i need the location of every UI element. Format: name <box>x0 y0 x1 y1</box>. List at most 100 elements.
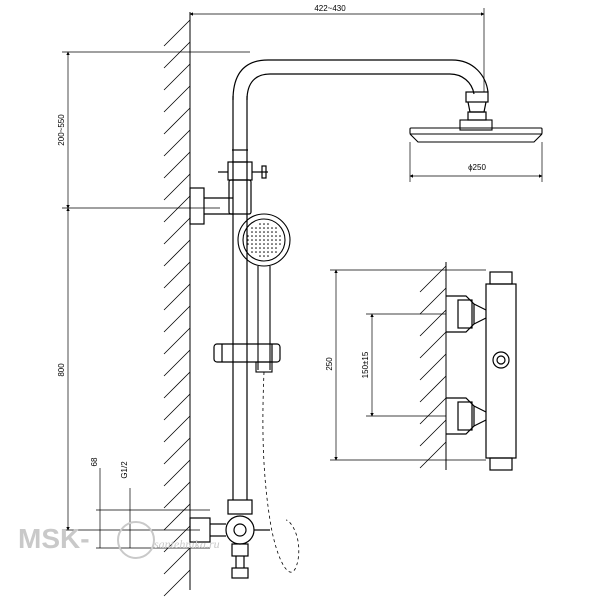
shower-riser-and-arm <box>218 59 489 500</box>
nozzle-dot <box>275 235 277 237</box>
nozzle-dot <box>267 223 269 225</box>
dimension-label-head-diameter: ϕ250 <box>468 163 486 172</box>
nozzle-dot <box>263 235 265 237</box>
nozzle-dot <box>263 231 265 233</box>
nozzle-dot <box>259 251 261 253</box>
thermostatic-valve-side-view <box>446 271 517 471</box>
nozzle-dot <box>267 251 269 253</box>
nozzle-dot <box>251 235 253 237</box>
nozzle-dot <box>255 243 257 245</box>
wall-hatch-line <box>163 129 191 157</box>
wall-hatch-line <box>163 261 191 289</box>
wall-hatch-line <box>163 415 191 443</box>
wall-bracket-top <box>189 187 233 225</box>
wall-hatch-line <box>163 151 191 179</box>
watermark: MSK- santehnika.ru <box>18 521 220 559</box>
nozzle-dot <box>259 255 261 257</box>
dimension-label-thread: G1/2 <box>120 461 129 479</box>
nozzle-dot <box>255 247 257 249</box>
wall-main <box>163 12 191 597</box>
nozzle-dot <box>259 227 261 229</box>
nozzle-dot <box>267 231 269 233</box>
mixer-connection-main <box>189 499 270 579</box>
nozzle-dot <box>275 243 277 245</box>
nozzle-dot <box>263 223 265 225</box>
nozzle-dot <box>263 243 265 245</box>
wall-hatch-line <box>163 19 191 47</box>
nozzle-dot <box>259 247 261 249</box>
nozzle-dot <box>271 239 273 241</box>
nozzle-dot <box>247 239 249 241</box>
wall-hatch-line <box>163 437 191 465</box>
nozzle-dot <box>255 231 257 233</box>
nozzle-dot <box>271 247 273 249</box>
wall-hatch-line <box>419 441 447 469</box>
nozzle-dot <box>267 239 269 241</box>
wall-hatch-line <box>419 287 447 315</box>
nozzle-dot <box>251 239 253 241</box>
dimension-label-rail-height: 800 <box>57 363 66 377</box>
nozzle-dot <box>255 235 257 237</box>
wall-hatch-line <box>163 63 191 91</box>
dimension-valve-height <box>330 269 486 461</box>
wall-hatch-line <box>163 503 191 531</box>
wall-hatch-line <box>163 305 191 333</box>
nozzle-dot <box>263 251 265 253</box>
nozzle-dot <box>259 243 261 245</box>
wall-hatch-line <box>163 371 191 399</box>
nozzle-dot <box>263 255 265 257</box>
nozzle-dot <box>263 239 265 241</box>
wall-hatch-line <box>163 393 191 421</box>
nozzle-dot <box>259 223 261 225</box>
nozzle-dot <box>267 235 269 237</box>
nozzle-dot <box>259 235 261 237</box>
shower-hose <box>262 371 300 573</box>
dimension-rail-height <box>62 207 200 531</box>
dimension-inlet-spacing <box>366 313 446 417</box>
slider-bracket <box>213 343 281 363</box>
nozzle-dot <box>259 231 261 233</box>
wall-hatch-line <box>163 569 191 597</box>
wall-side-view <box>419 262 447 470</box>
nozzle-dot <box>267 247 269 249</box>
hand-shower <box>237 213 291 373</box>
nozzle-dot <box>271 251 273 253</box>
nozzle-dot <box>279 239 281 241</box>
rain-shower-head <box>409 119 543 143</box>
wall-hatch-line <box>163 41 191 69</box>
watermark-brand: MSK- <box>18 523 90 554</box>
nozzle-dot <box>251 247 253 249</box>
nozzle-dot <box>279 235 281 237</box>
nozzle-dot <box>267 243 269 245</box>
wall-hatch-line <box>163 349 191 377</box>
wall-hatch-line <box>163 283 191 311</box>
nozzle-dot <box>247 235 249 237</box>
wall-hatch-line <box>163 239 191 267</box>
nozzle-dot <box>275 251 277 253</box>
nozzle-dot <box>271 231 273 233</box>
wall-hatch-line <box>163 481 191 509</box>
dimension-head-drop <box>62 51 250 209</box>
wall-hatch-line <box>163 85 191 113</box>
nozzle-dot <box>271 235 273 237</box>
nozzle-dot <box>267 255 269 257</box>
dimension-label-valve-height: 250 <box>325 357 334 371</box>
dimension-label-head-drop: 200~550 <box>57 114 66 146</box>
wall-hatch-line <box>163 217 191 245</box>
wall-hatch-line <box>419 419 447 447</box>
nozzle-dot <box>247 243 249 245</box>
nozzle-dot <box>251 251 253 253</box>
nozzle-dot <box>275 239 277 241</box>
wall-hatch-line <box>163 459 191 487</box>
wall-hatch-line <box>419 331 447 359</box>
dimension-head-diameter <box>409 142 543 182</box>
dimension-label-inlet-spacing: 150±15 <box>361 351 370 378</box>
nozzle-dot <box>275 247 277 249</box>
nozzle-dot <box>251 227 253 229</box>
wall-hatch-line <box>163 107 191 135</box>
nozzle-dot <box>263 227 265 229</box>
wall-hatch-line <box>163 547 191 575</box>
wall-hatch-line <box>419 375 447 403</box>
wall-hatch-line <box>163 173 191 201</box>
